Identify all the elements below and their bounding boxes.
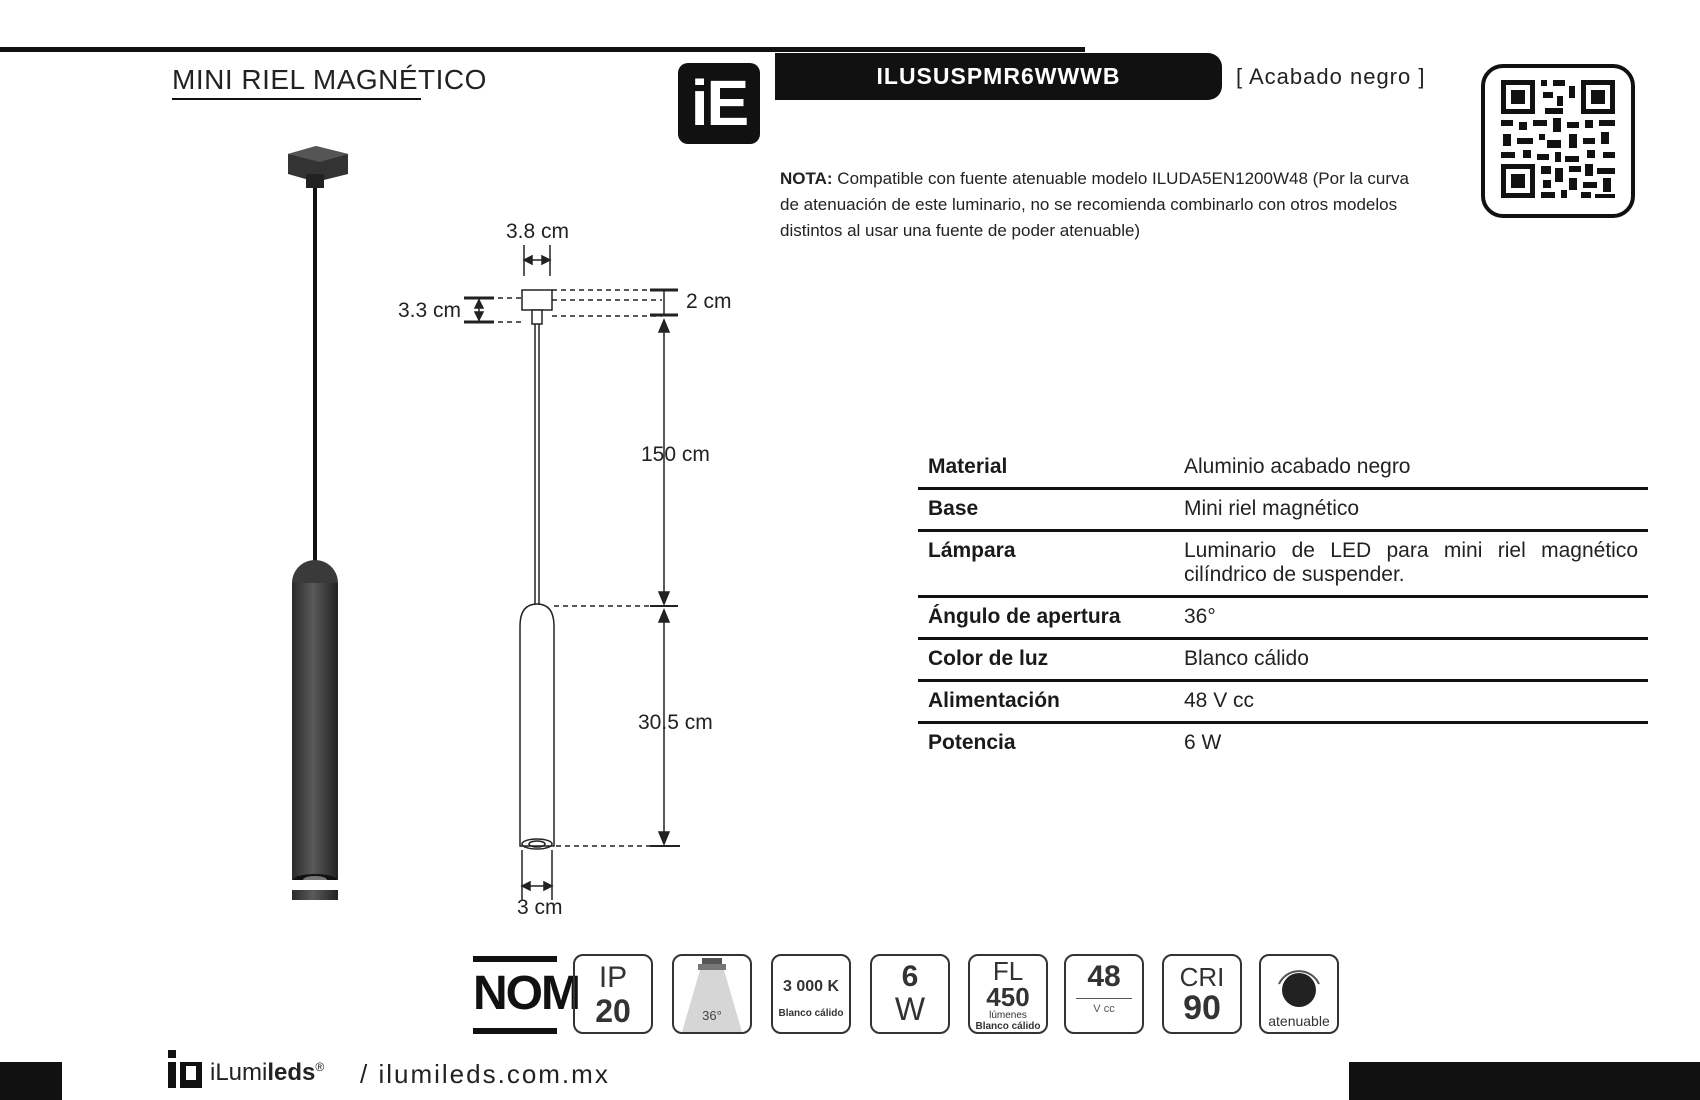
- spec-key: Alimentación: [918, 680, 1174, 724]
- ie-logo: iE: [678, 63, 760, 144]
- ilumileds-logo-icon: [168, 1050, 202, 1088]
- cri-badge: CRI 90: [1162, 954, 1242, 1034]
- brand-mark: ®: [315, 1060, 325, 1074]
- power-unit: W: [894, 991, 926, 1027]
- brand-light: iLumi: [210, 1059, 268, 1086]
- title-underline: [172, 98, 421, 100]
- spec-key: Base: [918, 488, 1174, 532]
- dimmer-icon: [1278, 970, 1320, 1007]
- qr-pattern-icon: [1501, 80, 1615, 198]
- dimmable-label: atenuable: [1268, 1013, 1330, 1029]
- header-rule: [0, 47, 1085, 52]
- ip-label: IP: [598, 961, 628, 994]
- flux-unit: lúmenes: [989, 1010, 1027, 1021]
- cct-label: Blanco cálido: [778, 1008, 844, 1019]
- cri-label: CRI: [1179, 962, 1225, 992]
- dim-diameter: 3 cm: [517, 896, 563, 919]
- adapter-stem: [306, 174, 324, 188]
- note-label: NOTA:: [780, 169, 833, 188]
- spec-value: Aluminio acabado negro: [1174, 448, 1648, 490]
- compatibility-note: NOTA: Compatible con fuente atenuable mo…: [780, 166, 1420, 244]
- beam-icon: [682, 958, 742, 1032]
- cct-badge: 3 000 K Blanco cálido: [771, 954, 851, 1034]
- spec-key: Lámpara: [918, 530, 1174, 598]
- ip-value: 20: [595, 993, 631, 1029]
- product-code: ILUSUSPMR6WWWB: [775, 53, 1222, 100]
- power-value: 6: [901, 960, 919, 993]
- spec-key: Potencia: [928, 731, 1016, 754]
- website-link[interactable]: / ilumileds.com.mx: [360, 1059, 610, 1089]
- spec-value: 36°: [1174, 596, 1648, 640]
- spec-value: Luminario de LED para mini riel magnétic…: [1174, 530, 1648, 598]
- spec-value: 48 V cc: [1174, 680, 1648, 724]
- spec-key: Ángulo de apertura: [918, 596, 1174, 640]
- ip-badge: IP 20: [573, 954, 653, 1034]
- cylinder-body: [292, 583, 338, 900]
- spec-key: Color de luz: [918, 638, 1174, 682]
- page-title: MINI RIEL MAGNÉTICO: [172, 64, 487, 95]
- dim-base-height: 3.3 cm: [398, 299, 462, 322]
- dimmable-badge: atenuable: [1259, 954, 1339, 1034]
- finish-label: [ Acabado negro ]: [1236, 64, 1426, 89]
- spec-value: Mini riel magnético: [1174, 488, 1648, 532]
- beam-angle-badge: 36°: [672, 954, 752, 1034]
- footer-bar-right: [1349, 1062, 1700, 1100]
- dim-connector: 2 cm: [686, 290, 732, 313]
- table-row: Potencia 6 W: [918, 723, 1648, 764]
- qr-code[interactable]: [1481, 64, 1635, 218]
- flux-badge: FL 450 lúmenes Blanco cálido: [968, 954, 1048, 1034]
- spec-value: Blanco cálido: [1174, 638, 1648, 682]
- spec-key: Material: [918, 448, 1174, 490]
- cri-value: 90: [1183, 989, 1221, 1027]
- flux-label: FL: [992, 956, 1024, 986]
- brand-name: iLumileds®: [210, 1059, 324, 1087]
- voltage-unit: V cc: [1093, 1003, 1115, 1015]
- flux-color: Blanco cálido: [975, 1021, 1041, 1032]
- brand-bold: leds: [267, 1059, 316, 1086]
- dim-base-width: 3.8 cm: [506, 220, 570, 243]
- dim-body: 30.5 cm: [638, 711, 713, 734]
- power-badge: 6 W: [870, 954, 950, 1034]
- cct-value: 3 000 K: [782, 978, 840, 995]
- angle-label: 36°: [702, 1008, 722, 1023]
- spec-value: 6 W: [1184, 731, 1222, 754]
- product-photo: [288, 146, 348, 900]
- voltage-badge: 48 V cc: [1064, 954, 1144, 1034]
- nom-badge: NOM: [473, 956, 581, 1034]
- dim-cable: 150 cm: [641, 443, 710, 466]
- flux-value: 450: [986, 982, 1030, 1012]
- adapter-top: [288, 146, 348, 162]
- footer-bar-left: [0, 1062, 62, 1100]
- dimension-drawing: [464, 245, 680, 900]
- voltage-value: 48: [1087, 960, 1121, 993]
- note-text: Compatible con fuente atenuable modelo I…: [780, 169, 1410, 240]
